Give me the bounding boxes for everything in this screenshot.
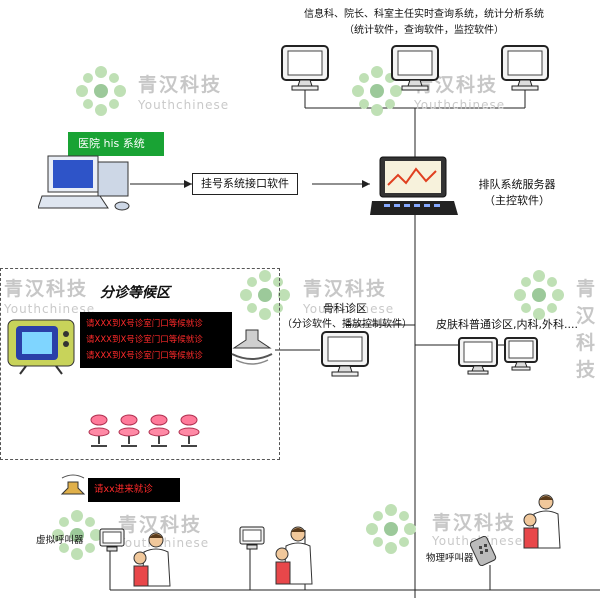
chair-icon: [118, 414, 140, 447]
watermark-en: Youthchinese: [4, 302, 96, 316]
watermark: [348, 62, 406, 124]
brand-flower-icon: [52, 510, 102, 560]
dermatology-label: 皮肤科普通诊区,内科,外科....: [436, 318, 578, 331]
call-board: 请xx进来就诊: [88, 478, 180, 502]
call-board-text: 请xx进来就诊: [94, 484, 153, 495]
desktop-computer-icon: [38, 155, 130, 211]
server-label-line1: 排队系统服务器: [478, 178, 556, 191]
doctor-patient-icon: [133, 532, 171, 587]
watermark-en: Youthchinese: [414, 98, 506, 112]
monitor-icon: [504, 337, 538, 371]
watermark-cn: 青汉科技: [118, 514, 203, 536]
doctor-patient-icon: [275, 526, 313, 585]
watermark-cn: 青汉科技: [576, 278, 598, 381]
physical-caller-label: 物理呼叫器: [426, 553, 474, 564]
his-system-label: 医院 his 系统: [68, 132, 164, 156]
watermark-cn: 青汉科技: [4, 278, 89, 300]
mini-speaker-icon: [60, 474, 86, 495]
tv-screen-icon: [7, 319, 75, 375]
watermark: [510, 266, 568, 328]
monitor-icon: [239, 526, 265, 550]
watermark-cn: 青汉科技: [432, 512, 517, 534]
registration-interface-box: 挂号系统接口软件: [192, 173, 298, 195]
speaker-icon: [231, 329, 273, 365]
chair-icon: [178, 414, 200, 447]
watermark-cn: 青汉科技: [138, 74, 223, 96]
led-board-row: 请XXX到X号诊室门口等候就诊: [86, 319, 203, 329]
waiting-area-region: [0, 268, 280, 460]
brand-flower-icon: [240, 270, 290, 320]
led-board-row: 请XXX到X号诊室门口等候就诊: [86, 335, 203, 345]
brand-flower-icon: [514, 270, 564, 320]
watermark-cn: 青汉科技: [303, 278, 388, 300]
watermark: [236, 266, 294, 328]
waiting-area-title: 分诊等候区: [100, 285, 170, 301]
chair-icon: [148, 414, 170, 447]
brand-flower-icon: [352, 66, 402, 116]
led-board: 请XXX到X号诊室门口等候就诊 请XXX到X号诊室门口等候就诊 请XXX到X号诊…: [80, 312, 232, 368]
keypad-caller-icon: [470, 536, 497, 566]
monitor-icon: [391, 45, 439, 91]
watermark: [362, 500, 420, 562]
watermark-en: Youthchinese: [138, 98, 230, 112]
server-label-line2: （主控软件）: [484, 194, 550, 207]
top-caption-line1: 信息科、院长、科室主任实时查询系统，统计分析系统: [304, 9, 544, 20]
monitor-icon: [281, 45, 329, 91]
watermark: [72, 62, 130, 124]
doctor-patient-icon: [523, 494, 561, 549]
brand-flower-icon: [366, 504, 416, 554]
watermark-en: Youthchinese: [118, 536, 210, 550]
watermark-en: Youthchinese: [303, 302, 395, 316]
led-board-row: 请XXX到X号诊室门口等候就诊: [86, 351, 203, 361]
monitor-icon: [321, 331, 369, 377]
orthopedics-label-line2: （分诊软件、播放控制软件）: [282, 319, 412, 330]
chair-icon: [88, 414, 110, 447]
virtual-caller-label: 虚拟呼叫器: [36, 535, 84, 546]
laptop-server-icon: [370, 156, 458, 215]
monitor-icon: [501, 45, 549, 91]
orthopedics-label-line1: 骨科诊区: [323, 302, 367, 315]
brand-flower-icon: [76, 66, 126, 116]
watermark: [48, 506, 106, 568]
monitor-icon: [99, 528, 125, 552]
top-caption-line2: （统计软件，查询软件，监控软件）: [344, 25, 504, 36]
monitor-icon: [458, 337, 498, 375]
